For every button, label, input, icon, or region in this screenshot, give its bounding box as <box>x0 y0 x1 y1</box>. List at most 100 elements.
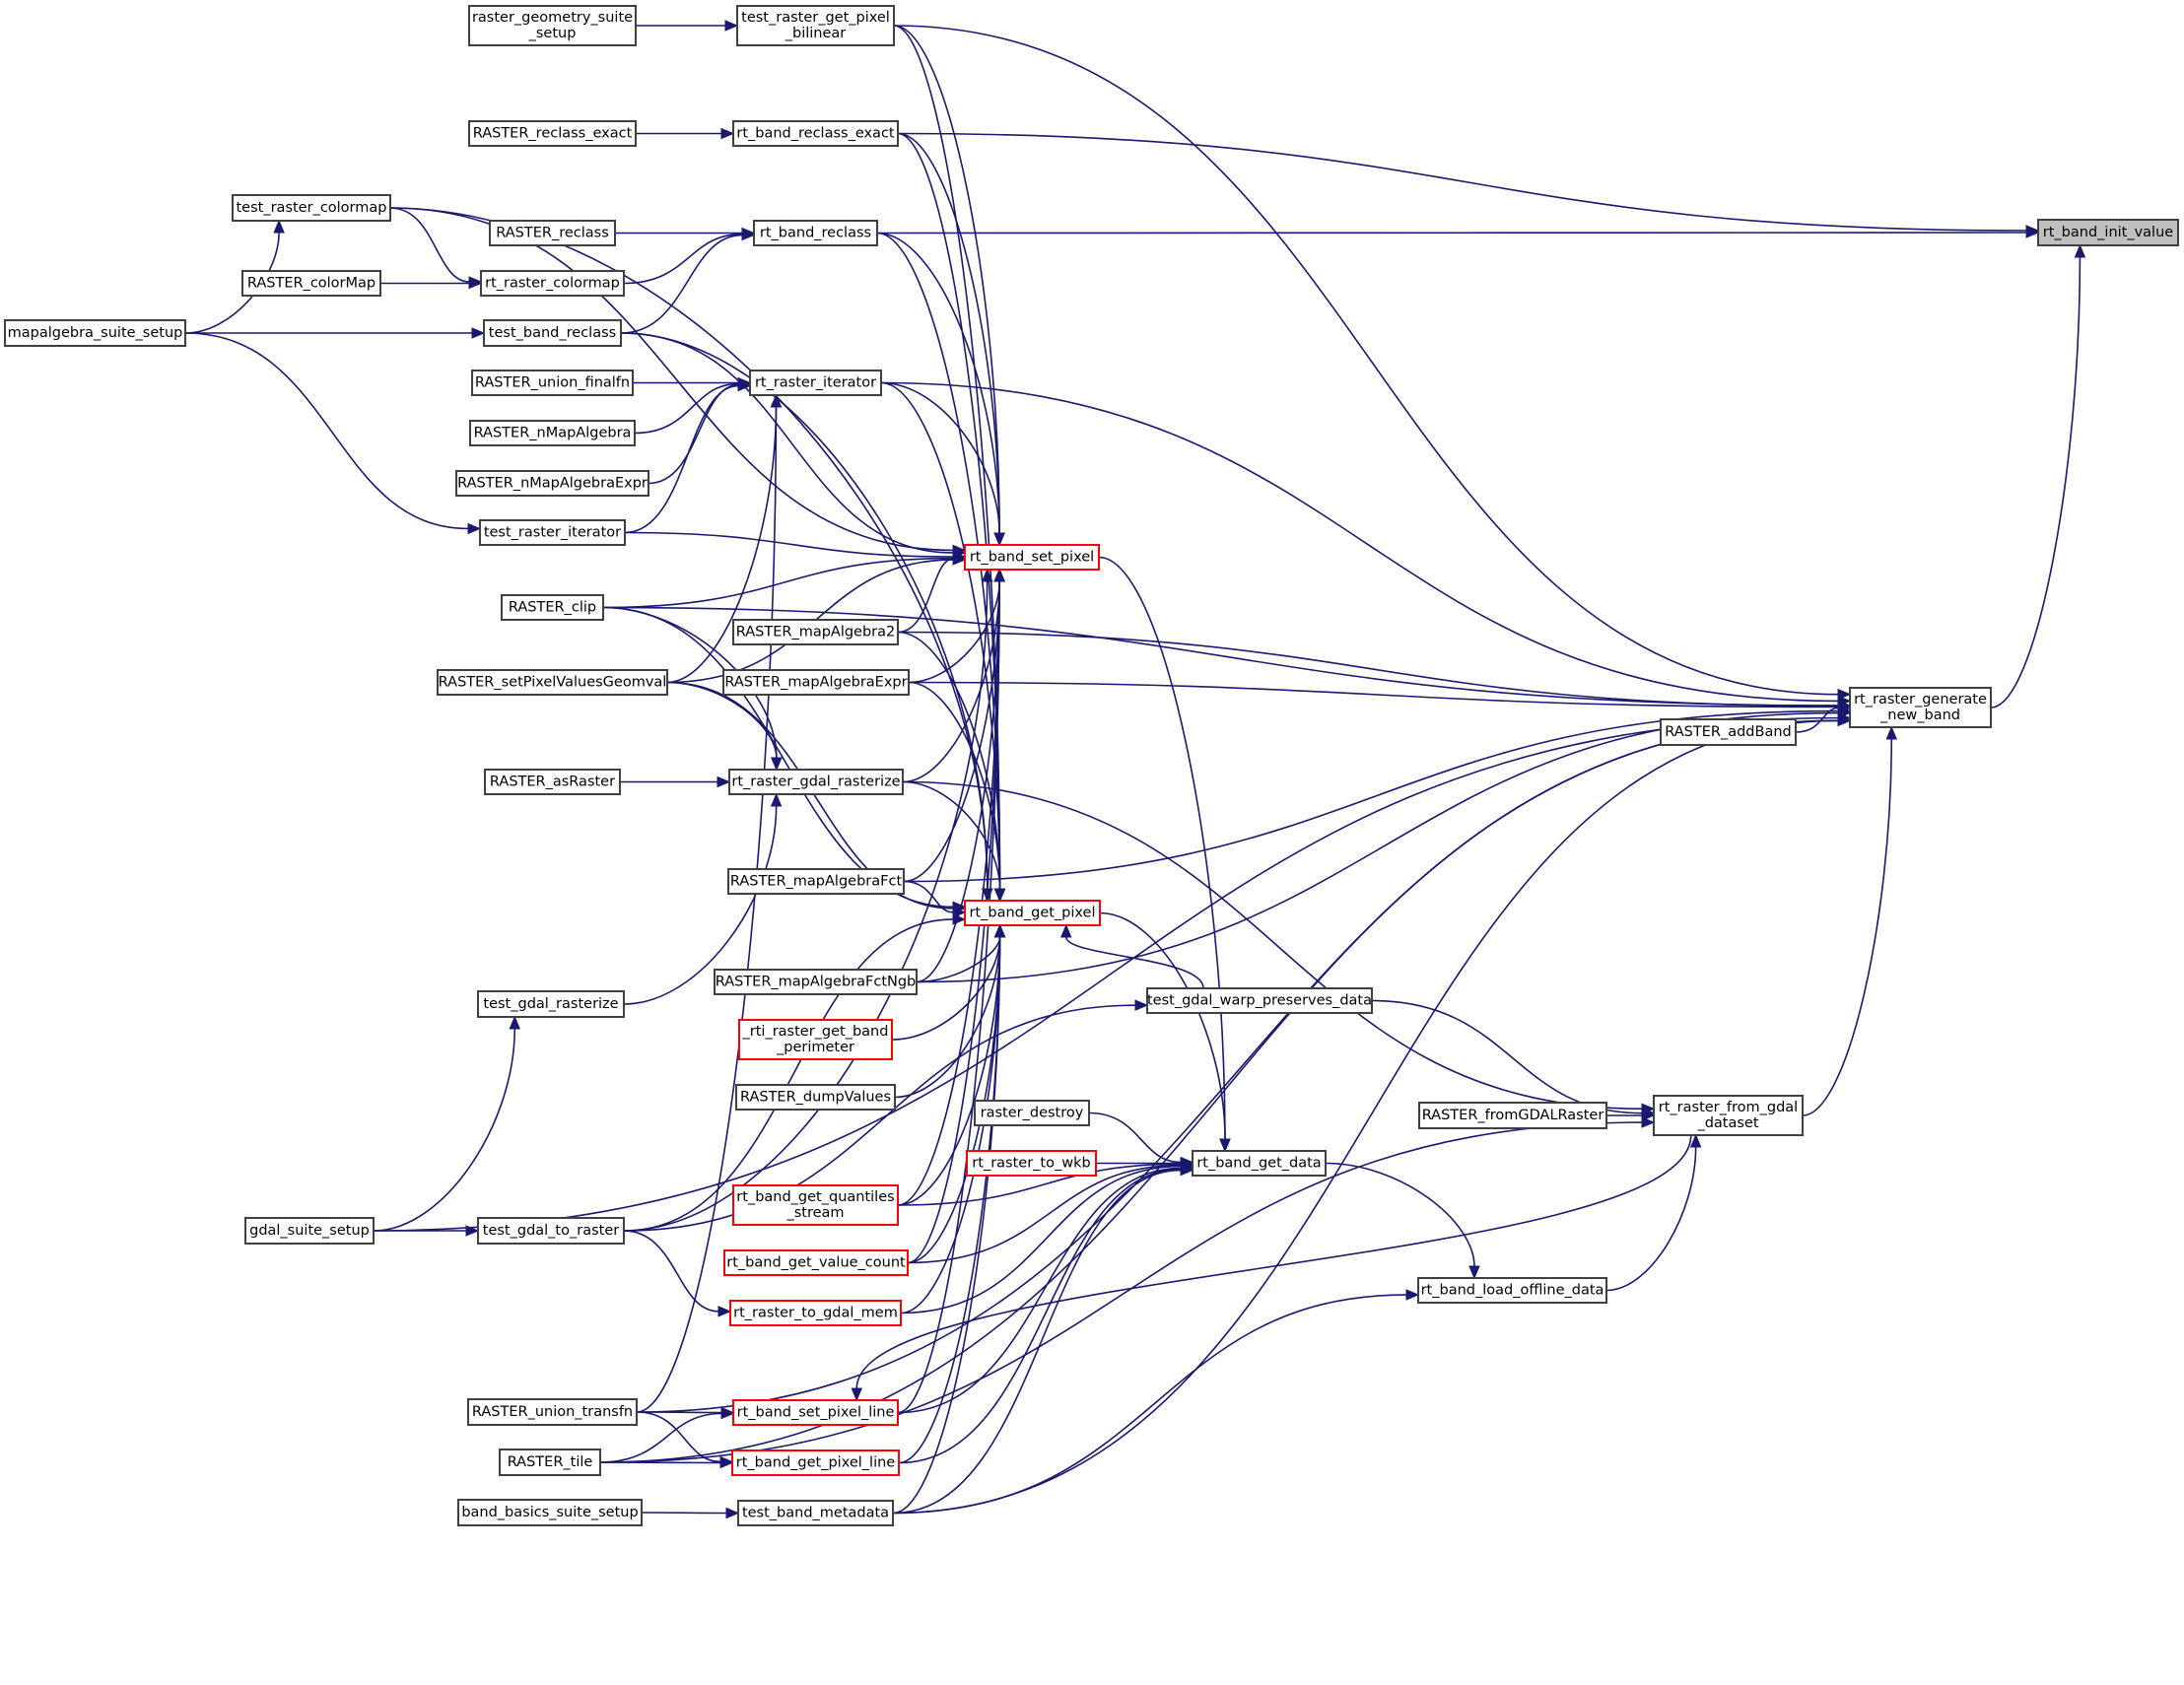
node-box[interactable] <box>732 1184 899 1226</box>
graph-node-raster-mapalgebra2[interactable]: RASTER_mapAlgebra2 <box>732 619 899 645</box>
node-box[interactable] <box>471 370 634 396</box>
graph-node-rti-raster-get-band-perimeter[interactable]: _rti_raster_get_band_perimeter <box>738 1019 893 1060</box>
graph-node-test-band-reclass[interactable]: test_band_reclass <box>483 319 622 347</box>
graph-node-test-gdal-warp-preserves-data[interactable]: test_gdal_warp_preserves_data <box>1146 987 1373 1014</box>
node-box[interactable] <box>737 1500 894 1526</box>
node-box[interactable] <box>723 1249 909 1276</box>
graph-node-test-raster-get-pixel-bilinear[interactable]: test_raster_get_pixel_bilinear <box>736 5 895 46</box>
node-box[interactable] <box>732 619 899 645</box>
node-box[interactable] <box>1660 718 1797 746</box>
node-box[interactable] <box>469 420 636 446</box>
graph-node-raster-reclass-exact[interactable]: RASTER_reclass_exact <box>468 120 637 147</box>
graph-node-raster-colormap[interactable]: RASTER_colorMap <box>241 270 381 297</box>
node-box[interactable] <box>1653 1095 1804 1136</box>
graph-node-rt-band-init-value[interactable]: rt_band_init_value <box>2037 219 2179 246</box>
node-box[interactable] <box>964 544 1100 571</box>
node-box[interactable] <box>437 669 668 696</box>
node-box[interactable] <box>1192 1150 1327 1177</box>
graph-node-rt-band-get-data[interactable]: rt_band_get_data <box>1192 1150 1327 1177</box>
graph-node-test-band-metadata[interactable]: test_band_metadata <box>737 1500 894 1526</box>
node-box[interactable] <box>499 1449 601 1476</box>
node-box[interactable] <box>468 120 637 147</box>
graph-node-raster-union-transfn[interactable]: RASTER_union_transfn <box>467 1398 638 1426</box>
node-box[interactable] <box>467 1398 638 1426</box>
node-box[interactable] <box>480 270 625 297</box>
node-box[interactable] <box>732 120 899 147</box>
node-box[interactable] <box>749 370 882 396</box>
graph-node-rt-band-get-pixel-line[interactable]: rt_band_get_pixel_line <box>731 1449 900 1476</box>
graph-node-raster-nmapalgebraexpr[interactable]: RASTER_nMapAlgebraExpr <box>455 470 649 497</box>
graph-node-raster-geometry-suite-setup[interactable]: raster_geometry_suite_setup <box>468 5 637 46</box>
graph-node-raster-dumpvalues[interactable]: RASTER_dumpValues <box>735 1084 896 1111</box>
graph-node-raster-destroy[interactable]: raster_destroy <box>974 1100 1090 1126</box>
graph-node-raster-mapalgebrafct[interactable]: RASTER_mapAlgebraFct <box>727 868 905 895</box>
graph-node-band-basics-suite-setup[interactable]: band_basics_suite_setup <box>457 1499 643 1526</box>
node-box[interactable] <box>2037 219 2179 246</box>
graph-node-rt-band-set-pixel-line[interactable]: rt_band_set_pixel_line <box>732 1399 899 1426</box>
graph-node-raster-reclass[interactable]: RASTER_reclass <box>489 220 616 246</box>
graph-node-rt-raster-colormap[interactable]: rt_raster_colormap <box>480 270 625 297</box>
node-box[interactable] <box>484 769 621 795</box>
graph-node-test-gdal-to-raster[interactable]: test_gdal_to_raster <box>477 1217 625 1245</box>
graph-node-raster-setpixelvaluesgeomval[interactable]: RASTER_setPixelValuesGeomval <box>437 669 668 696</box>
node-box[interactable] <box>489 220 616 246</box>
node-box[interactable] <box>1146 987 1373 1014</box>
graph-node-raster-tile[interactable]: RASTER_tile <box>499 1449 601 1476</box>
node-box[interactable] <box>974 1100 1090 1126</box>
node-box[interactable] <box>457 1499 643 1526</box>
node-box[interactable] <box>722 669 910 696</box>
node-box[interactable] <box>455 470 649 497</box>
graph-node-rt-raster-to-gdal-mem[interactable]: rt_raster_to_gdal_mem <box>729 1300 902 1326</box>
node-box[interactable] <box>964 900 1101 926</box>
node-box[interactable] <box>736 5 895 46</box>
node-box[interactable] <box>1849 687 1992 728</box>
graph-node-rt-band-get-quantiles-stream[interactable]: rt_band_get_quantiles_stream <box>732 1184 899 1226</box>
graph-node-raster-fromgdalraster[interactable]: RASTER_fromGDALRaster <box>1418 1102 1607 1129</box>
node-box[interactable] <box>483 319 622 347</box>
node-box[interactable] <box>966 1150 1097 1177</box>
node-box[interactable] <box>241 270 381 297</box>
graph-node-raster-mapalgebraexpr[interactable]: RASTER_mapAlgebraExpr <box>722 669 910 696</box>
graph-node-rt-band-get-pixel[interactable]: rt_band_get_pixel <box>964 900 1101 926</box>
graph-node-raster-mapalgebrafctngb[interactable]: RASTER_mapAlgebraFctNgb <box>714 969 918 995</box>
node-box[interactable] <box>1418 1102 1607 1129</box>
graph-node-rt-raster-from-gdal-dataset[interactable]: rt_raster_from_gdal_dataset <box>1653 1095 1804 1136</box>
node-box[interactable] <box>729 1300 902 1326</box>
node-box[interactable] <box>714 969 918 995</box>
node-box[interactable] <box>732 1399 899 1426</box>
node-box[interactable] <box>501 594 604 621</box>
node-box[interactable] <box>232 194 391 222</box>
graph-node-rt-band-reclass-exact[interactable]: rt_band_reclass_exact <box>732 120 899 147</box>
node-box[interactable] <box>731 1449 900 1476</box>
graph-node-rt-raster-generate-new-band[interactable]: rt_raster_generate_new_band <box>1849 687 1992 728</box>
node-box[interactable] <box>477 990 625 1018</box>
graph-node-test-raster-colormap[interactable]: test_raster_colormap <box>232 194 391 222</box>
graph-node-raster-clip[interactable]: RASTER_clip <box>501 594 604 621</box>
graph-node-rt-band-set-pixel[interactable]: rt_band_set_pixel <box>964 544 1100 571</box>
node-box[interactable] <box>728 769 904 795</box>
graph-node-rt-band-load-offline-data[interactable]: rt_band_load_offline_data <box>1417 1277 1607 1304</box>
graph-node-raster-union-finalfn[interactable]: RASTER_union_finalfn <box>471 370 634 396</box>
graph-node-rt-band-get-value-count[interactable]: rt_band_get_value_count <box>723 1249 909 1276</box>
graph-node-raster-nmapalgebra[interactable]: RASTER_nMapAlgebra <box>469 420 636 446</box>
node-box[interactable] <box>244 1217 375 1245</box>
graph-node-test-gdal-rasterize[interactable]: test_gdal_rasterize <box>477 990 625 1018</box>
graph-node-test-raster-iterator[interactable]: test_raster_iterator <box>479 519 626 546</box>
node-box[interactable] <box>477 1217 625 1245</box>
graph-node-rt-raster-iterator[interactable]: rt_raster_iterator <box>749 370 882 396</box>
node-box[interactable] <box>727 868 905 895</box>
graph-node-gdal-suite-setup[interactable]: gdal_suite_setup <box>244 1217 375 1245</box>
node-box[interactable] <box>735 1084 896 1111</box>
graph-node-rt-band-reclass[interactable]: rt_band_reclass <box>753 220 878 246</box>
node-box[interactable] <box>468 5 637 46</box>
graph-node-mapalgebra-suite-setup[interactable]: mapalgebra_suite_setup <box>4 319 186 347</box>
graph-node-raster-addband[interactable]: RASTER_addBand <box>1660 718 1797 746</box>
node-box[interactable] <box>479 519 626 546</box>
node-box[interactable] <box>738 1019 893 1060</box>
graph-node-rt-raster-to-wkb[interactable]: rt_raster_to_wkb <box>966 1150 1097 1177</box>
graph-node-raster-asraster[interactable]: RASTER_asRaster <box>484 769 621 795</box>
node-box[interactable] <box>753 220 878 246</box>
graph-node-rt-raster-gdal-rasterize[interactable]: rt_raster_gdal_rasterize <box>728 769 904 795</box>
node-box[interactable] <box>1417 1277 1607 1304</box>
node-box[interactable] <box>4 319 186 347</box>
